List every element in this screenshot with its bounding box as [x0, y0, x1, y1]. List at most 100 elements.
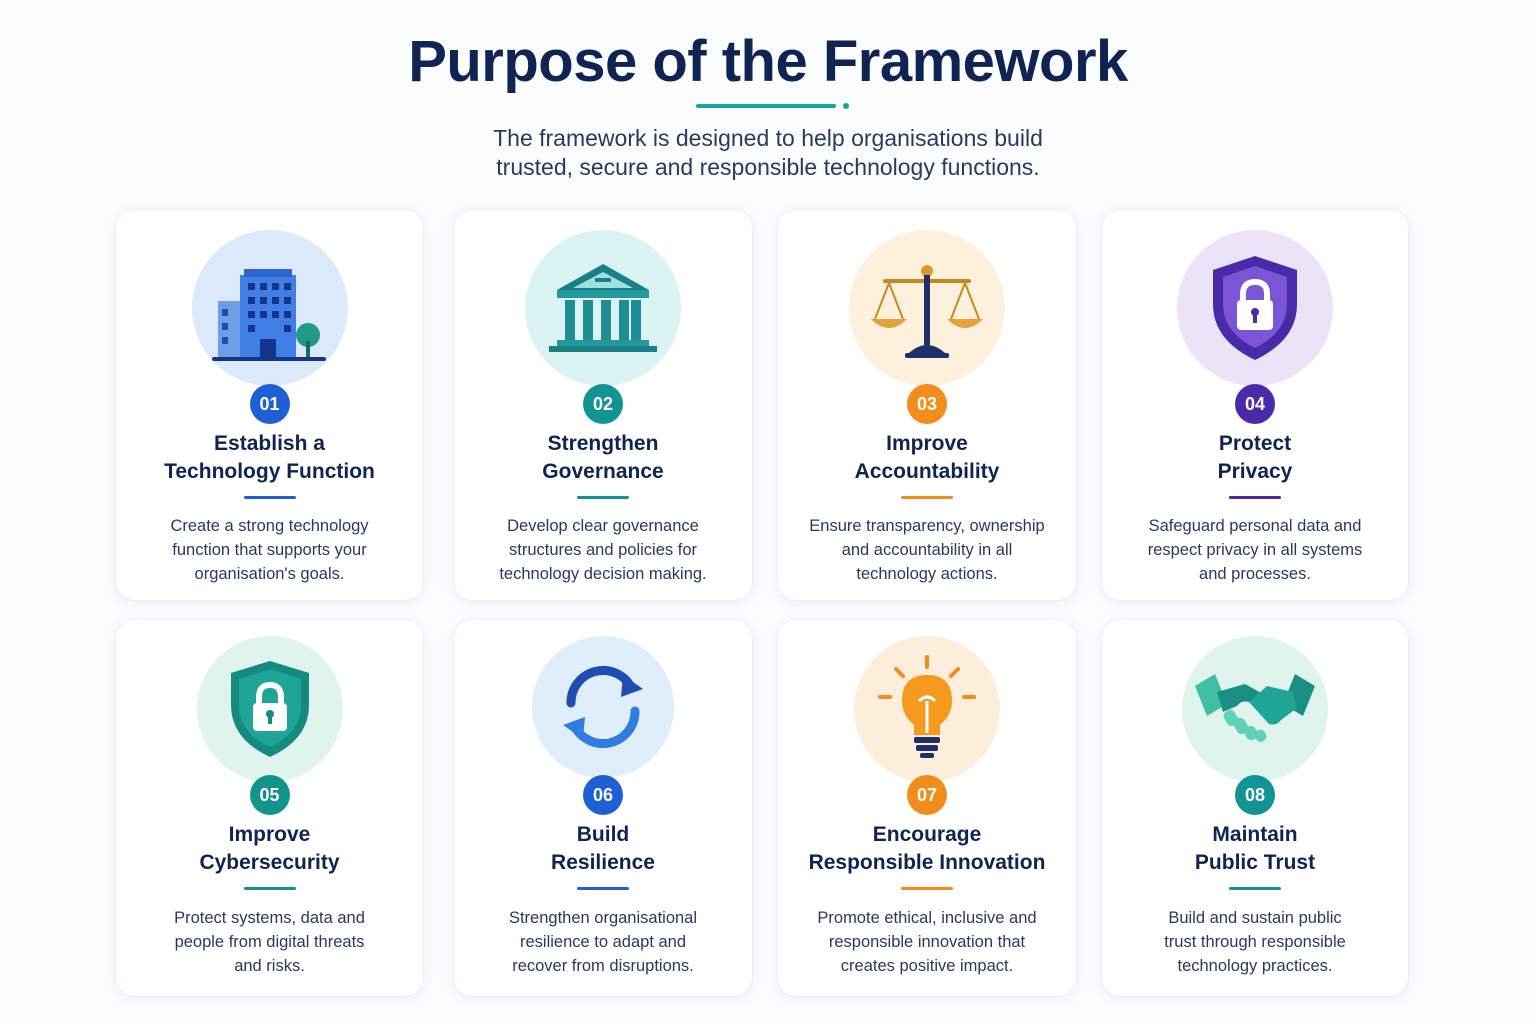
government-building-icon — [549, 264, 657, 352]
card-title-line: Responsible Innovation — [808, 851, 1046, 874]
card-title-line: Improve — [228, 823, 311, 846]
card-title: Strengthen Governance — [454, 430, 752, 486]
card-description-line: structures and policies for — [508, 541, 697, 559]
purpose-card-build-resilience: 06 Build Resilience Strengthen organisat… — [454, 620, 752, 996]
purpose-card-improve-accountability: 03 Improve Accountability Ensure transpa… — [778, 210, 1076, 600]
card-description-line: function that supports your — [172, 541, 367, 559]
purpose-card-protect-privacy: 04 Protect Privacy Safeguard personal da… — [1102, 210, 1408, 600]
card-divider — [577, 496, 629, 499]
purpose-card-strengthen-governance: 02 Strengthen Governance Develop clear g… — [454, 210, 752, 600]
card-description-line: Promote ethical, inclusive and — [817, 909, 1037, 927]
number-badge: 05 — [249, 775, 290, 815]
number-badge: 02 — [583, 384, 623, 424]
card-description-line: organisation's goals. — [194, 565, 345, 583]
title-underline — [696, 104, 836, 108]
icon-circle — [532, 636, 674, 778]
card-description: Safeguard personal data and respect priv… — [1122, 514, 1388, 586]
card-title: Establish a Technology Function — [116, 430, 423, 486]
card-title-line: Technology Function — [164, 460, 375, 483]
card-title-line: Accountability — [854, 460, 1000, 483]
card-title-line: Maintain — [1212, 823, 1298, 846]
card-description: Promote ethical, inclusive and responsib… — [798, 906, 1056, 978]
number-badge: 03 — [907, 384, 947, 424]
card-description-line: technology decision making. — [499, 565, 707, 583]
card-description-line: and risks. — [234, 957, 305, 975]
card-divider — [1229, 887, 1281, 890]
purpose-card-establish-technology-function: 01 Establish a Technology Function Creat… — [116, 210, 423, 600]
card-description-line: Protect systems, data and — [174, 909, 365, 927]
card-description-line: Strengthen organisational — [508, 909, 698, 927]
icon-circle — [849, 230, 1005, 386]
number-badge: 08 — [1235, 775, 1275, 815]
lightbulb-icon — [878, 655, 976, 758]
number-badge: 01 — [249, 384, 290, 424]
card-title-line: Build — [576, 823, 630, 846]
card-description-line: respect privacy in all systems — [1147, 541, 1363, 559]
card-divider — [577, 887, 629, 890]
icon-circle — [196, 636, 343, 782]
card-description-line: Create a strong technology — [170, 517, 369, 535]
card-title-line: Privacy — [1217, 460, 1293, 483]
card-description-line: technology practices. — [1177, 957, 1333, 975]
card-divider — [901, 496, 953, 499]
icon-circle — [1177, 230, 1333, 386]
scales-icon — [871, 265, 983, 358]
card-title-line: Strengthen — [547, 432, 659, 455]
icon-circle — [1182, 636, 1328, 782]
card-divider — [1229, 496, 1281, 499]
card-description: Develop clear governance structures and … — [474, 514, 732, 586]
number-badge: 04 — [1235, 384, 1275, 424]
card-title-line: Resilience — [551, 851, 655, 874]
security-shield-icon — [230, 661, 309, 757]
card-divider — [901, 887, 953, 890]
icon-circle — [854, 636, 1000, 782]
title-underline-dot — [843, 103, 849, 109]
card-description: Protect systems, data and people from di… — [136, 906, 403, 978]
card-description-line: and processes. — [1199, 565, 1311, 583]
page-title: Purpose of the Framework — [408, 29, 1128, 94]
card-divider — [243, 496, 296, 499]
card-title-line: Encourage — [872, 823, 982, 846]
handshake-icon — [1195, 674, 1315, 742]
card-description-line: creates positive impact. — [840, 957, 1014, 975]
card-title-line: Cybersecurity — [199, 851, 340, 874]
refresh-cycle-icon — [563, 666, 643, 748]
subtitle-line: The framework is designed to help organi… — [493, 125, 1043, 151]
card-title: Encourage Responsible Innovation — [778, 821, 1076, 877]
card-title-line: Establish a — [214, 432, 325, 455]
card-description-line: Ensure transparency, ownership — [809, 517, 1045, 535]
subtitle-line: trusted, secure and responsible technolo… — [496, 154, 1040, 180]
purpose-card-encourage-responsible-innovation: 07 Encourage Responsible Innovation Prom… — [778, 620, 1076, 996]
card-description-line: and accountability in all — [841, 541, 1013, 559]
purpose-card-maintain-public-trust: 08 Maintain Public Trust Build and susta… — [1102, 620, 1408, 996]
number-badge: 07 — [907, 775, 947, 815]
card-description-line: recover from disruptions. — [512, 957, 694, 975]
card-title-line: Improve — [886, 432, 968, 455]
card-title: Maintain Public Trust — [1102, 821, 1408, 877]
building-icon — [211, 269, 326, 361]
card-description-line: people from digital threats — [174, 933, 365, 951]
card-description: Build and sustain public trust through r… — [1122, 906, 1388, 978]
icon-circle — [525, 230, 681, 386]
card-title: Improve Accountability — [778, 430, 1076, 486]
icon-circle — [191, 230, 348, 386]
card-description-line: Build and sustain public — [1168, 909, 1342, 927]
card-title: Protect Privacy — [1102, 430, 1408, 486]
card-title-line: Protect — [1218, 432, 1292, 455]
card-description: Strengthen organisational resilience to … — [474, 906, 732, 978]
card-title: Improve Cybersecurity — [116, 821, 423, 877]
card-description-line: trust through responsible — [1164, 933, 1346, 951]
card-title-line: Public Trust — [1194, 851, 1316, 874]
card-description-line: technology actions. — [856, 565, 998, 583]
card-description: Create a strong technology function that… — [136, 514, 403, 586]
purpose-card-improve-cybersecurity: 05 Improve Cybersecurity Protect systems… — [116, 620, 423, 996]
card-title-line: Governance — [542, 460, 664, 483]
card-title: Build Resilience — [454, 821, 752, 877]
number-badge: 06 — [583, 775, 623, 815]
card-description-line: Develop clear governance — [507, 517, 699, 535]
card-divider — [243, 887, 296, 890]
card-description: Ensure transparency, ownership and accou… — [798, 514, 1056, 586]
page-subtitle: The framework is designed to help organi… — [418, 124, 1118, 182]
privacy-shield-icon — [1213, 256, 1297, 360]
card-description-line: resilience to adapt and — [519, 933, 687, 951]
